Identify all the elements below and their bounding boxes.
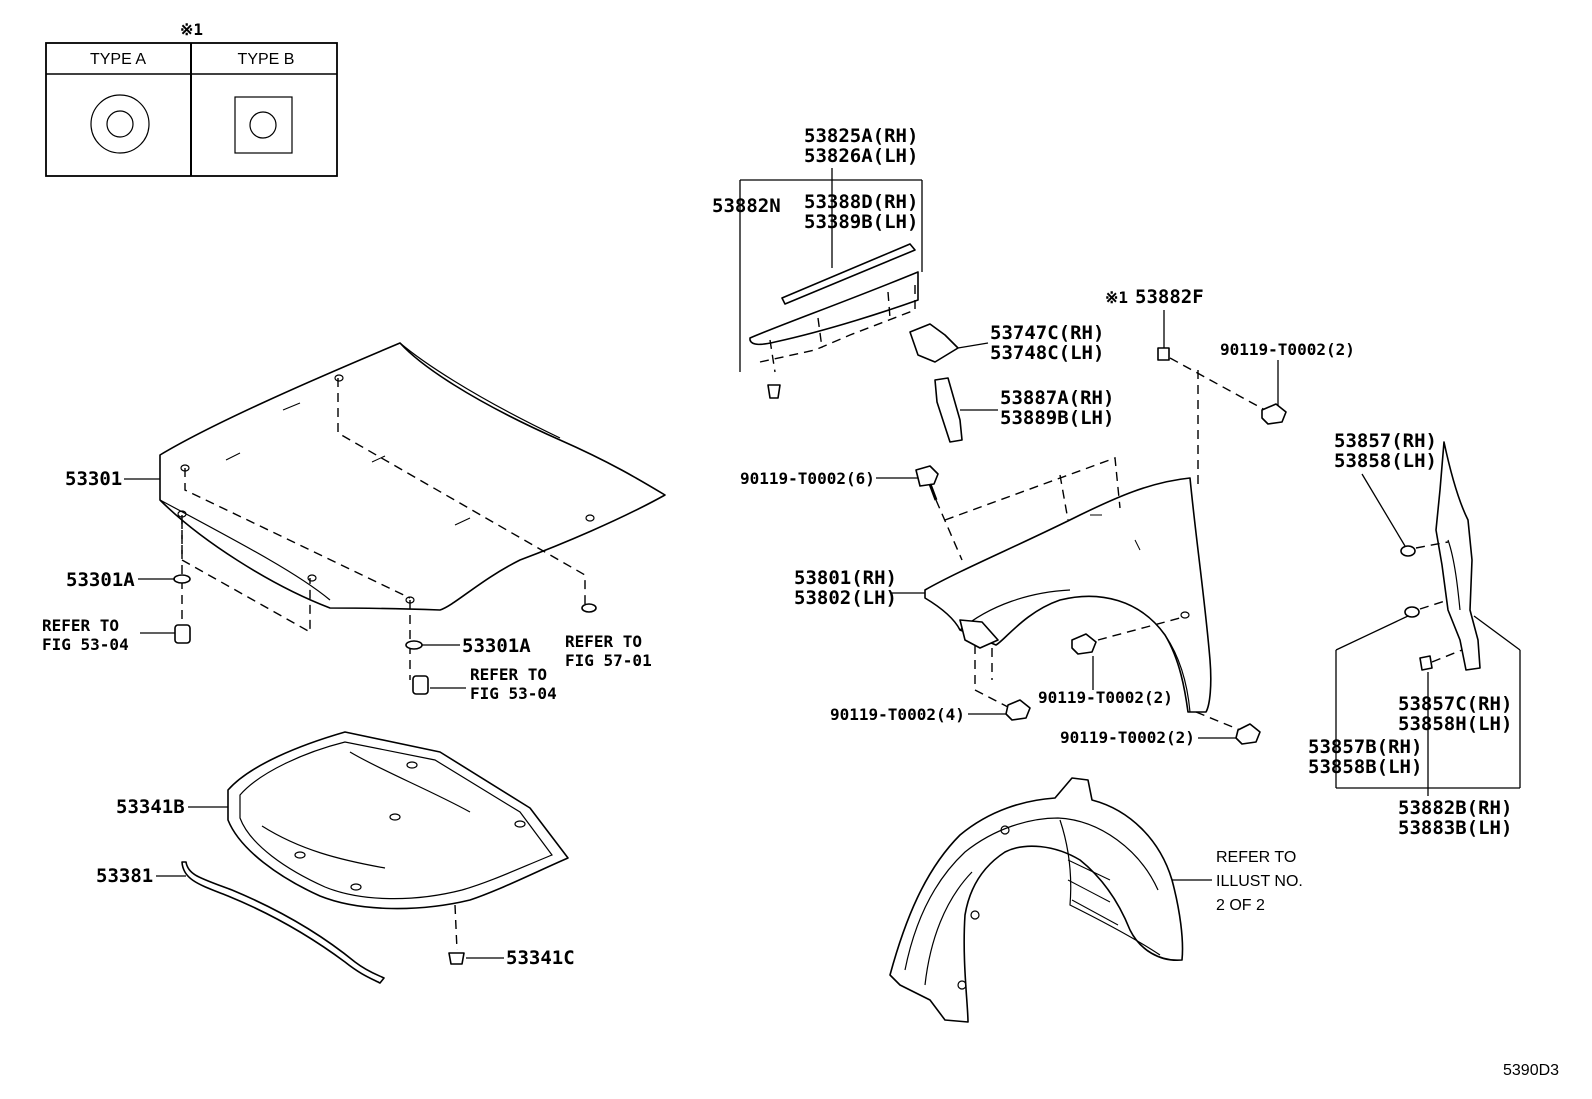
label-cowl-seal-2: 53389B(LH) bbox=[804, 211, 918, 233]
cushion-far-right bbox=[581, 603, 597, 613]
label-seal-b-2: 53858B(LH) bbox=[1308, 756, 1422, 778]
label-pad-2: 53889B(LH) bbox=[1000, 407, 1114, 429]
label-clip-f-mark: ※1 bbox=[1105, 288, 1128, 307]
bolt-mid bbox=[1071, 633, 1097, 655]
seal-clip-c bbox=[1419, 655, 1433, 671]
legend-type-a: TYPE A bbox=[90, 51, 146, 68]
label-bolt-mid: 90119-T0002(2) bbox=[1038, 688, 1173, 707]
label-insulator-clip: 53341C bbox=[506, 947, 575, 969]
cushion-left bbox=[173, 574, 191, 584]
bumper-left bbox=[174, 624, 191, 644]
label-bolt-bottom-right: 90119-T0002(2) bbox=[1060, 728, 1195, 747]
label-refer-mid-2: FIG 53-04 bbox=[470, 684, 557, 703]
label-seal-c-2: 53858H(LH) bbox=[1398, 713, 1512, 735]
hood-dashed-guides bbox=[177, 374, 595, 680]
label-insulator: 53341B bbox=[116, 796, 185, 818]
seal-clip-upper bbox=[1400, 545, 1416, 557]
bumper-mid bbox=[412, 675, 429, 695]
label-fender-2: 53802(LH) bbox=[794, 587, 897, 609]
label-liner-note-1: REFER TO bbox=[1216, 849, 1296, 866]
label-liner-note-2: ILLUST NO. bbox=[1216, 873, 1303, 890]
legend-mark: ※1 bbox=[180, 20, 203, 39]
cushion-right bbox=[405, 640, 423, 650]
type-a-clip-icon bbox=[90, 94, 150, 154]
clip-f bbox=[1157, 347, 1170, 361]
clip-type-legend: ※1 TYPE A TYPE B bbox=[45, 20, 338, 177]
cowl-side-seal bbox=[749, 243, 919, 399]
bolt-bottom-left bbox=[1005, 699, 1031, 721]
label-seal-c-1: 53857C(RH) bbox=[1398, 693, 1512, 715]
label-refer-right-2: FIG 57-01 bbox=[565, 651, 652, 670]
label-seal-set-2: 53883B(LH) bbox=[1398, 817, 1512, 839]
label-bolt-top-right: 90119-T0002(2) bbox=[1220, 340, 1355, 359]
label-clip-f: 53882F bbox=[1135, 286, 1204, 308]
hood-seal-strip bbox=[181, 861, 385, 984]
fender-liner bbox=[889, 777, 1184, 1023]
label-bracket-1: 53747C(RH) bbox=[990, 322, 1104, 344]
seal-clip-lower bbox=[1404, 606, 1420, 618]
label-hood: 53301 bbox=[65, 468, 122, 490]
label-bolt-bottom-left: 90119-T0002(4) bbox=[830, 705, 965, 724]
fender-bracket bbox=[909, 323, 963, 443]
hood-insulator bbox=[227, 731, 569, 910]
label-cowl-side-1: 53825A(RH) bbox=[804, 125, 918, 147]
label-seal: 53381 bbox=[96, 865, 153, 887]
label-refer-left-1: REFER TO bbox=[42, 616, 119, 635]
label-refer-mid-1: REFER TO bbox=[470, 665, 547, 684]
legend-type-b: TYPE B bbox=[238, 51, 295, 68]
label-cowl-seal-1: 53388D(RH) bbox=[804, 191, 918, 213]
label-cowl-clip: 53882N bbox=[712, 195, 781, 217]
bolt-top-right bbox=[1261, 403, 1287, 425]
label-seal-b-1: 53857B(RH) bbox=[1308, 736, 1422, 758]
label-refer-left-2: FIG 53-04 bbox=[42, 635, 129, 654]
label-seal-side-2: 53858(LH) bbox=[1334, 450, 1437, 472]
label-cushion-right: 53301A bbox=[462, 635, 531, 657]
diagram-code: 5390D3 bbox=[1503, 1062, 1559, 1079]
label-pad-1: 53887A(RH) bbox=[1000, 387, 1114, 409]
fender-side-seal bbox=[1400, 441, 1481, 671]
label-seal-set-1: 53882B(RH) bbox=[1398, 797, 1512, 819]
label-cushion-left: 53301A bbox=[66, 569, 135, 591]
label-cowl-side-2: 53826A(LH) bbox=[804, 145, 918, 167]
label-bracket-2: 53748C(LH) bbox=[990, 342, 1104, 364]
label-refer-right-1: REFER TO bbox=[565, 632, 642, 651]
type-b-clip-icon bbox=[234, 96, 293, 154]
bolt-bottom-right bbox=[1235, 723, 1261, 745]
insulator-clip bbox=[448, 904, 465, 965]
label-seal-side-1: 53857(RH) bbox=[1334, 430, 1437, 452]
front-fender bbox=[924, 477, 1212, 713]
label-liner-note-3: 2 OF 2 bbox=[1216, 897, 1265, 914]
label-fender-1: 53801(RH) bbox=[794, 567, 897, 589]
label-bolt-top-left: 90119-T0002(6) bbox=[740, 469, 875, 488]
bolt-top-left bbox=[915, 465, 939, 501]
